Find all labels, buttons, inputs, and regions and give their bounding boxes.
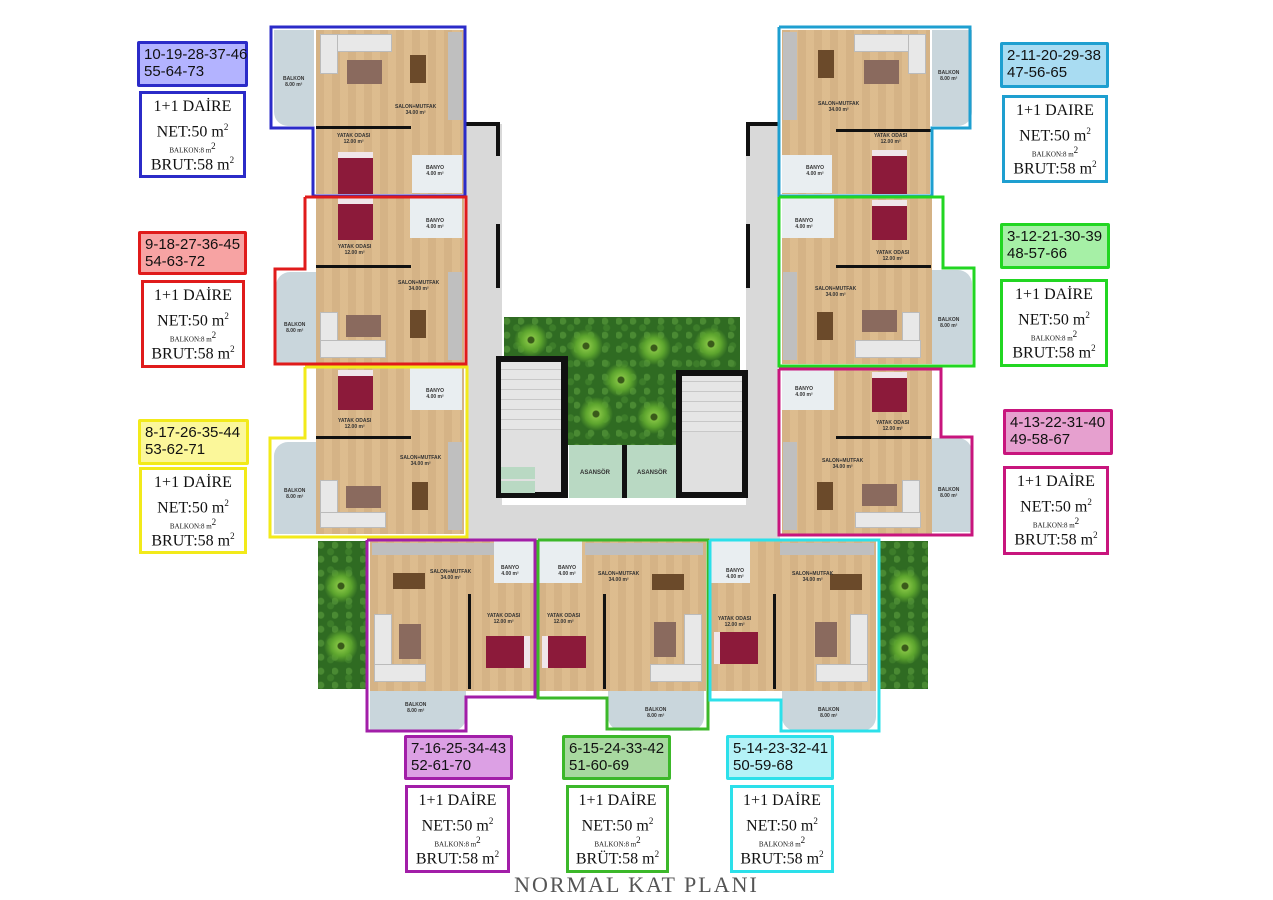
- elevator-1: [569, 445, 622, 498]
- unit-info-box-e: 1+1 DAİRE NET:50 m2 BALKON:8 m2 BRUT:58 …: [139, 467, 247, 554]
- elevator-2-label: ASANSÖR: [637, 470, 668, 476]
- garden-bottom-left: [318, 541, 366, 689]
- elevator-1-label: ASANSÖR: [580, 470, 611, 476]
- unit-info-box-b: 1+1 DAIRE NET:50 m2 BALKON:8 m2 BRUT:58 …: [1002, 95, 1108, 183]
- plan-title: NORMAL KAT PLANI: [514, 872, 759, 897]
- garden-bottom-right: [880, 541, 928, 689]
- corridor-bottom: [466, 505, 780, 540]
- corridor-right: [746, 124, 780, 538]
- unit-info-box-g: 1+1 DAİRE NET:50 m2 BALKON:8 m2 BRUT:58 …: [405, 785, 510, 873]
- unit-info-box-h: 1+1 DAİRE NET:50 m2 BALKON:8 m2 BRÜT:58 …: [566, 785, 669, 873]
- unit-info-box-i: 1+1 DAİRE NET:50 m2 BALKON:8 m2 BRUT:58 …: [730, 785, 834, 873]
- staircase-left: [501, 362, 561, 430]
- staircase-right: [682, 376, 742, 432]
- unit-info-box-c: 1+1 DAİRE NET:50 m2 BALKON:8 m2 BRUT:58 …: [141, 280, 245, 368]
- unit-info-box-d: 1+1 DAİRE NET:50 m2 BALKON:8 m2 BRUT:58 …: [1000, 279, 1108, 367]
- unit-info-box-f: 1+1 DAİRE NET:50 m2 BALKON:8 m2 BRUT:58 …: [1003, 466, 1109, 555]
- elevator-2: [627, 445, 676, 498]
- unit-info-box-a: 1+1 DAİRE NET:50 m2 BALKON:8 m2 BRUT:58 …: [139, 91, 246, 178]
